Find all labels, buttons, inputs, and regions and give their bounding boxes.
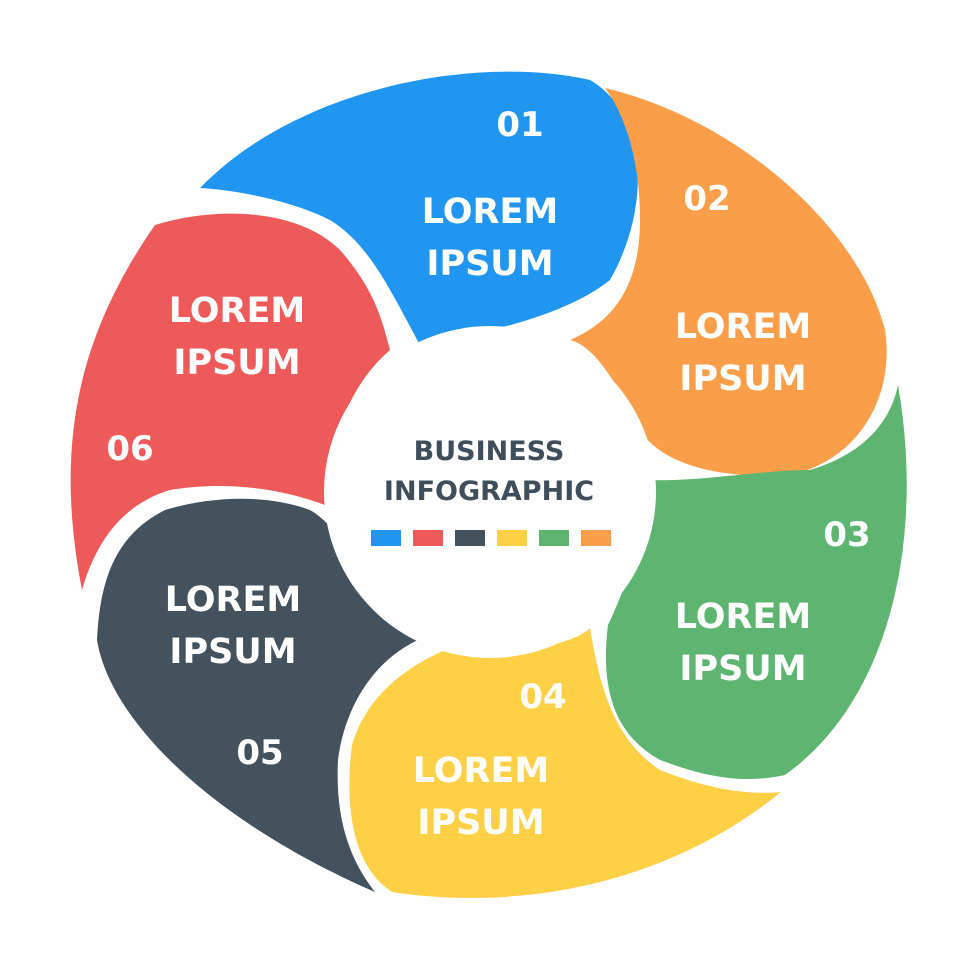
segment-05-label-line1: LOREM xyxy=(165,580,302,620)
segment-06-label-line2: IPSUM xyxy=(173,343,300,383)
legend-swatch-dark xyxy=(455,530,485,546)
legend-swatch-green xyxy=(539,530,569,546)
segment-05-number: 05 xyxy=(236,733,283,773)
segment-03-number: 03 xyxy=(823,515,870,555)
segment-03-label-line2: IPSUM xyxy=(679,649,806,689)
segment-04-label-line1: LOREM xyxy=(413,751,550,791)
legend-swatch-orange xyxy=(581,530,611,546)
segment-02-label-line1: LOREM xyxy=(675,307,812,347)
segment-01-shape xyxy=(200,71,638,345)
legend-swatch-red xyxy=(413,530,443,546)
segment-02-label-line2: IPSUM xyxy=(679,359,806,399)
center-title-line2: INFOGRAPHIC xyxy=(384,476,594,507)
segment-03-label-line1: LOREM xyxy=(675,597,812,637)
segment-01-label-line2: IPSUM xyxy=(426,244,553,284)
center-legend xyxy=(371,530,611,546)
segment-02-shape xyxy=(570,88,887,476)
segment-06-number: 06 xyxy=(106,429,153,469)
segment-06-shape xyxy=(70,213,390,590)
segment-01-label-line1: LOREM xyxy=(422,192,559,232)
segment-01-number: 01 xyxy=(496,105,543,145)
segment-04-shape xyxy=(349,628,781,898)
center-title-line1: BUSINESS xyxy=(414,436,565,467)
legend-swatch-blue xyxy=(371,530,401,546)
segment-04-label-line2: IPSUM xyxy=(417,803,544,843)
center-circle xyxy=(324,326,656,658)
legend-swatch-yellow xyxy=(497,530,527,546)
segment-02-number: 02 xyxy=(683,179,730,219)
segment-05-shape xyxy=(97,498,418,892)
segment-03-shape xyxy=(605,385,907,780)
segment-05-label-line2: IPSUM xyxy=(169,632,296,672)
segment-06-label-line1: LOREM xyxy=(169,291,306,331)
segment-04-number: 04 xyxy=(519,677,566,717)
